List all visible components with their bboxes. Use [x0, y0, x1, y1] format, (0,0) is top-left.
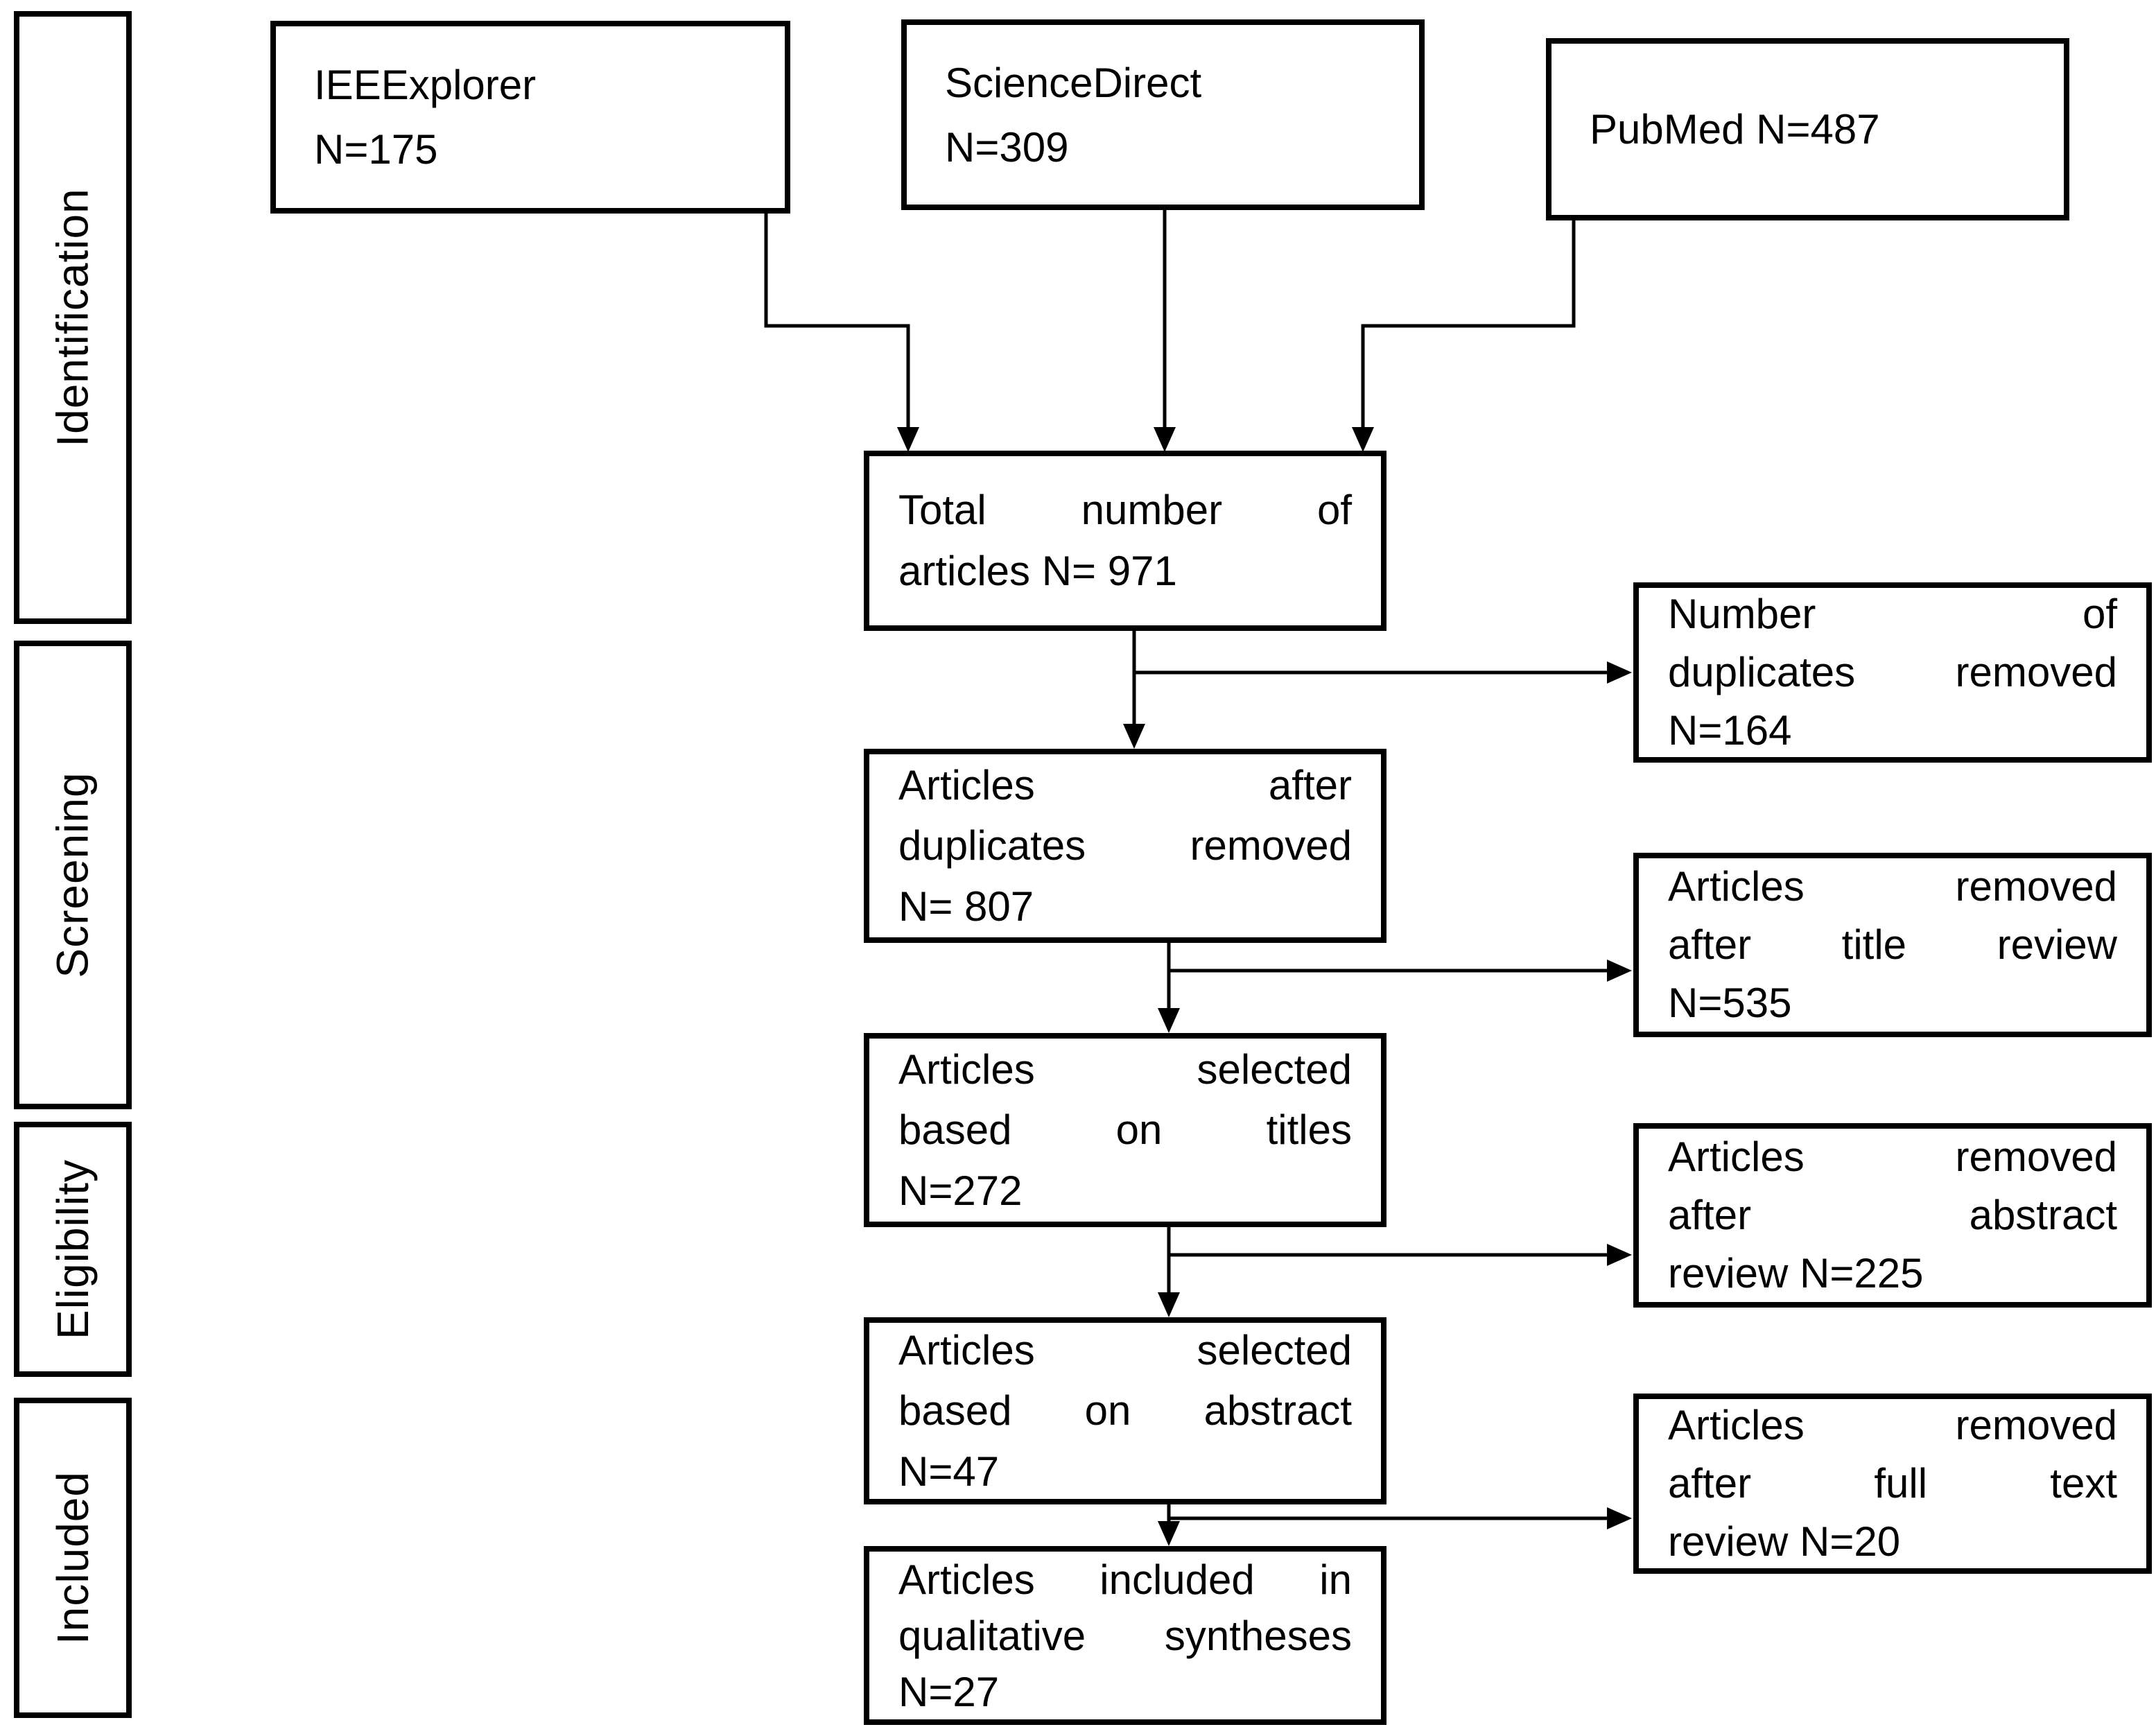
box-text-line: qualitative syntheses: [898, 1612, 1352, 1659]
box-text-line: N=272: [898, 1167, 1023, 1214]
box-text-line: after title review: [1668, 921, 2117, 968]
box-text-line: based on abstract: [898, 1387, 1352, 1434]
box-text-line: duplicates removed: [898, 822, 1352, 869]
box-sciencedirect: ScienceDirect N=309: [901, 19, 1425, 210]
box-text-line: Articles selected: [898, 1045, 1352, 1093]
box-text-line: Total number of: [898, 487, 1352, 534]
box-text-line: N=175: [314, 126, 438, 173]
arrow-ieeexplorer-to-total: [764, 214, 919, 452]
stage-identification: Identification: [14, 11, 132, 624]
box-text-line: N=164: [1668, 707, 1792, 754]
arrow-total-to-after-duplicates: [1123, 630, 1145, 749]
box-text-line: ScienceDirect: [945, 59, 1202, 106]
box-text-line: review N=20: [1668, 1518, 1901, 1565]
stage-eligibility: Eligibility: [14, 1122, 132, 1377]
stage-included-label: Included: [48, 1471, 98, 1644]
box-removed-abstract-review: Articles removed after abstract review N…: [1633, 1123, 2152, 1308]
box-text-line: IEEExplorer: [314, 62, 537, 108]
arrow-abstract-to-included: [1158, 1503, 1180, 1546]
stage-identification-label: Identification: [48, 188, 98, 447]
box-text-line: N= 807: [898, 883, 1034, 930]
box-total-articles: Total number of articles N= 971: [864, 451, 1386, 631]
stage-screening: Screening: [14, 641, 132, 1109]
box-text-line: Articles included in: [898, 1556, 1352, 1603]
box-included-qualitative: Articles included in qualitative synthes…: [864, 1546, 1386, 1725]
arrow-branch-title-review: [1169, 960, 1632, 982]
arrow-titles-to-abstract: [1158, 1226, 1180, 1317]
stage-included: Included: [14, 1398, 132, 1718]
box-selected-titles: Articles selected based on titles N=272: [864, 1033, 1386, 1227]
arrow-branch-duplicates-removed: [1134, 661, 1632, 684]
box-text-line: Articles removed: [1668, 1134, 2117, 1180]
box-text-line: articles N= 971: [898, 548, 1177, 594]
box-text-line: Articles after: [898, 761, 1352, 808]
box-ieeexplorer: IEEExplorer N=175: [270, 21, 790, 214]
box-text-line: Number of: [1668, 591, 2117, 637]
box-text-line: N=309: [945, 123, 1069, 171]
box-text-line: N=47: [898, 1448, 1000, 1495]
box-text-line: review N=225: [1668, 1250, 1924, 1296]
box-text-line: N=27: [898, 1668, 1000, 1715]
arrow-branch-fulltext-review: [1169, 1507, 1632, 1529]
box-duplicates-removed: Number of duplicates removed N=164: [1633, 582, 2152, 763]
box-removed-title-review: Articles removed after title review N=53…: [1633, 853, 2152, 1037]
box-text-line: Articles removed: [1668, 1402, 2117, 1448]
stage-screening-label: Screening: [48, 772, 98, 978]
box-text-line: after full text: [1668, 1460, 2117, 1507]
box-text-line: based on titles: [898, 1107, 1352, 1154]
box-text-line: duplicates removed: [1668, 649, 2117, 695]
box-text-line: N=535: [1668, 980, 1792, 1026]
box-text-line: PubMed N=487: [1590, 106, 1880, 153]
box-text-line: after abstract: [1668, 1192, 2117, 1238]
stage-eligibility-label: Eligibility: [48, 1159, 98, 1339]
box-pubmed: PubMed N=487: [1546, 38, 2069, 220]
box-text-line: Articles removed: [1668, 863, 2117, 910]
box-selected-abstract: Articles selected based on abstract N=47: [864, 1317, 1386, 1504]
box-after-duplicates-removed: Articles after duplicates removed N= 807: [864, 749, 1386, 943]
arrow-sciencedirect-to-total: [1154, 210, 1176, 452]
arrow-after-duplicates-to-titles: [1158, 941, 1180, 1033]
box-removed-fulltext-review: Articles removed after full text review …: [1633, 1394, 2152, 1574]
arrow-branch-abstract-review: [1169, 1244, 1632, 1266]
arrow-pubmed-to-total: [1352, 220, 1576, 452]
box-text-line: Articles selected: [898, 1326, 1352, 1373]
